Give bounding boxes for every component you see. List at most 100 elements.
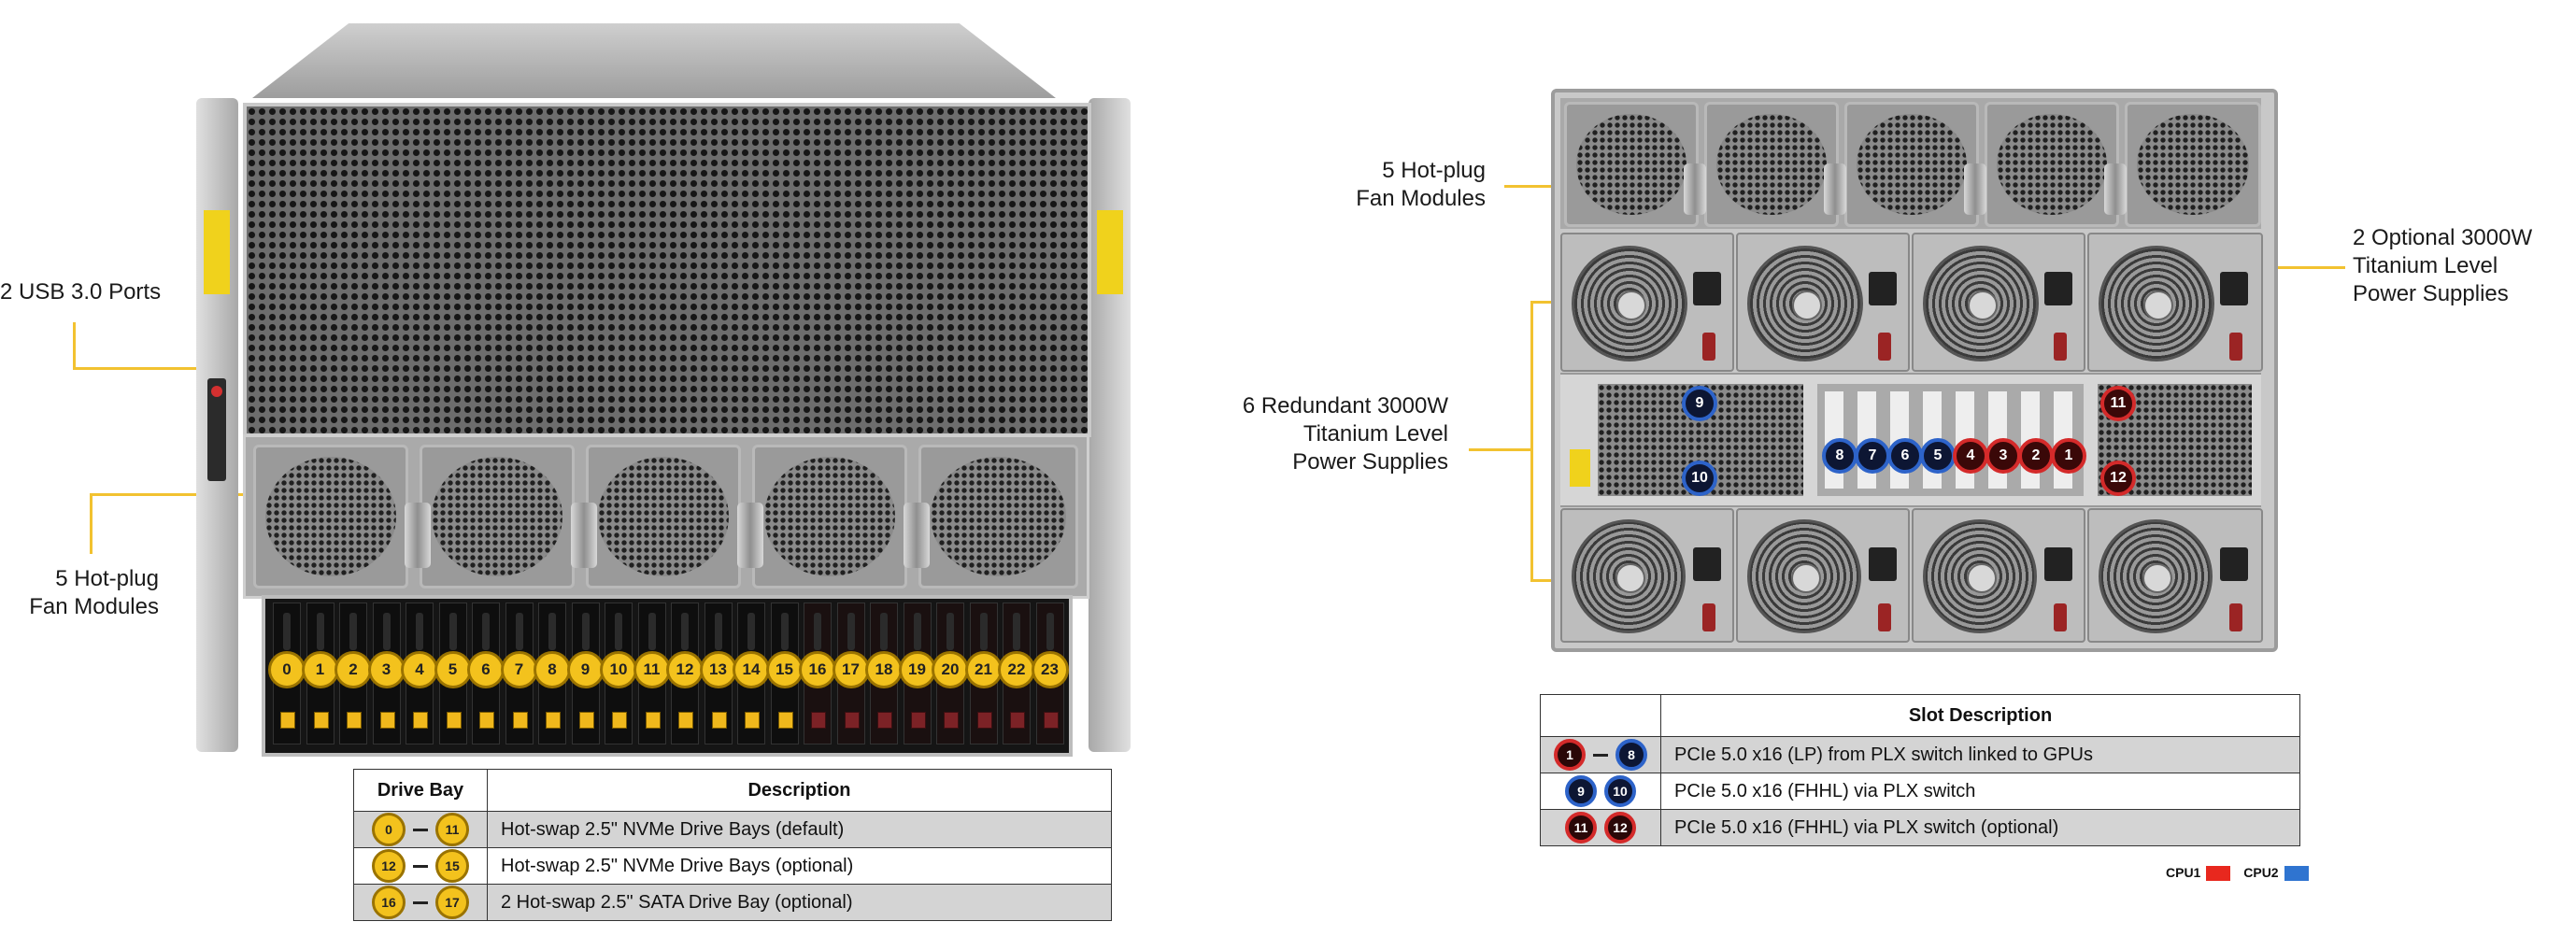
- front-fan-2[interactable]: [420, 445, 575, 588]
- front-fans-callout-line1: 5 Hot-plug: [55, 566, 159, 591]
- bay-number-badge: 19: [898, 651, 936, 688]
- right-rack-ear: [1089, 98, 1131, 752]
- bay-number-badge: 1: [301, 651, 339, 688]
- front-fans-callout-line2: Fan Modules: [29, 594, 159, 619]
- front-fan-5[interactable]: [918, 445, 1078, 588]
- drive-bay-table: Drive Bay Description 0 11 Hot-swap 2.5" …: [353, 769, 1112, 921]
- front-fan-row: [243, 434, 1089, 599]
- slot-badge: 7: [1855, 438, 1890, 474]
- rear-fans-callout: 5 Hot-plug Fan Modules: [1289, 157, 1486, 213]
- bay-number-badge: 18: [865, 651, 903, 688]
- slot-badge: 10: [1604, 775, 1636, 807]
- slot-badge: 11: [1565, 812, 1597, 844]
- slot-badge: 5: [1920, 438, 1956, 474]
- fan-handle[interactable]: [1964, 163, 1986, 215]
- fan-handle[interactable]: [2104, 163, 2127, 215]
- slot-range-header: [1540, 694, 1661, 737]
- slot-description-header: Slot Description: [1660, 694, 2300, 737]
- bay-badge: 0: [372, 813, 406, 846]
- cpu-legend: CPU1 CPU2: [2166, 865, 2318, 882]
- optional-psu-callout: 2 Optional 3000W Titanium Level Power Su…: [2353, 224, 2568, 308]
- description-header: Description: [487, 769, 1112, 812]
- bay-number-badge: 13: [699, 651, 737, 688]
- rear-chassis: 9 10 11 12 8 7 6 5 4 3 2 1: [1551, 89, 2278, 652]
- bay-number-badge: 2: [334, 651, 372, 688]
- bay-number-badge: 20: [932, 651, 969, 688]
- slot-badge-10: 10: [1682, 461, 1717, 496]
- psu-bottom-3[interactable]: [1912, 508, 2085, 643]
- front-fans-leader-v: [90, 493, 93, 554]
- front-fan-1[interactable]: [253, 445, 408, 588]
- psu-top-1[interactable]: [1560, 233, 1734, 372]
- psu-top-4[interactable]: [2087, 233, 2263, 372]
- row-description: PCIe 5.0 x16 (FHHL) via PLX switch: [1660, 773, 2300, 810]
- psu-top-2[interactable]: [1736, 233, 1910, 372]
- psu-callout-line3: Power Supplies: [1292, 449, 1448, 475]
- cpu1-swatch: [2206, 866, 2231, 882]
- front-fan-3[interactable]: [586, 445, 741, 588]
- slot-badge: 2: [2018, 438, 2054, 474]
- bay-number-badge: 6: [467, 651, 505, 688]
- rear-fan-3[interactable]: [1844, 102, 1979, 227]
- gpu-tray-grille: [243, 103, 1091, 437]
- fan-handle[interactable]: [405, 503, 431, 568]
- warning-label-right: [1097, 210, 1123, 294]
- rear-fan-4[interactable]: [1985, 102, 2119, 227]
- fan-handle[interactable]: [1824, 163, 1846, 215]
- front-fan-4[interactable]: [752, 445, 907, 588]
- pcie-section: 9 10 11 12 8 7 6 5 4 3 2 1: [1560, 373, 2261, 507]
- fan-handle[interactable]: [571, 503, 597, 568]
- fan-handle[interactable]: [737, 503, 763, 568]
- slot-badge: 6: [1887, 438, 1923, 474]
- bay-number-badge: 8: [534, 651, 571, 688]
- bay-number-badge: 21: [964, 651, 1003, 688]
- rear-fan-1[interactable]: [1564, 102, 1699, 227]
- bay-number-badge: 15: [765, 651, 804, 688]
- cpu2-label: CPU2: [2243, 865, 2279, 880]
- fan-handle[interactable]: [904, 503, 930, 568]
- bay-number-badge: 3: [367, 651, 406, 688]
- bay-badge: 11: [435, 813, 469, 846]
- bay-number-badge: 11: [633, 651, 671, 688]
- slot-badge: 9: [1565, 775, 1597, 807]
- row-description: 2 Hot-swap 2.5" SATA Drive Bay (optional…: [487, 884, 1112, 921]
- optional-psu-callout-line3: Power Supplies: [2353, 281, 2509, 306]
- bay-badge: 17: [435, 886, 469, 919]
- power-led: [211, 386, 222, 397]
- psu-callout: 6 Redundant 3000W Titanium Level Power S…: [1196, 392, 1448, 476]
- bay-badge: 15: [435, 849, 469, 883]
- psu-bottom-4[interactable]: [2087, 508, 2263, 643]
- rear-fan-5[interactable]: [2125, 102, 2261, 227]
- fan-handle[interactable]: [1684, 163, 1706, 215]
- usb-ports: [207, 378, 226, 481]
- optional-psu-callout-line1: 2 Optional 3000W: [2353, 225, 2533, 250]
- row-description: PCIe 5.0 x16 (FHHL) via PLX switch (opti…: [1660, 809, 2300, 846]
- slot-badge-9: 9: [1682, 386, 1717, 421]
- bay-number-badge: 12: [666, 651, 704, 688]
- bay-number-badge: 5: [434, 651, 472, 688]
- optional-psu-callout-line2: Titanium Level: [2353, 253, 2498, 278]
- bay-number-badge: 9: [566, 651, 605, 688]
- drive-bay-header: Drive Bay: [353, 769, 488, 812]
- psu-leader-h: [1469, 448, 1532, 451]
- row-description: Hot-swap 2.5" NVMe Drive Bays (optional): [487, 847, 1112, 885]
- psu-bottom-2[interactable]: [1736, 508, 1910, 643]
- usb-leader-h: [73, 367, 204, 370]
- slot-badge: 8: [1822, 438, 1857, 474]
- row-description: PCIe 5.0 x16 (LP) from PLX switch linked…: [1660, 736, 2300, 773]
- table-row: 0 11 Hot-swap 2.5" NVMe Drive Bays (defau…: [353, 811, 1112, 848]
- bay-number-badge: 22: [998, 651, 1035, 688]
- psu-bottom-1[interactable]: [1560, 508, 1734, 643]
- slot-badge-11: 11: [2100, 386, 2136, 421]
- rear-fan-2[interactable]: [1704, 102, 1839, 227]
- bay-number-badge: 7: [500, 651, 538, 688]
- row-description: Hot-swap 2.5" NVMe Drive Bays (default): [487, 811, 1112, 848]
- psu-top-3[interactable]: [1912, 233, 2085, 372]
